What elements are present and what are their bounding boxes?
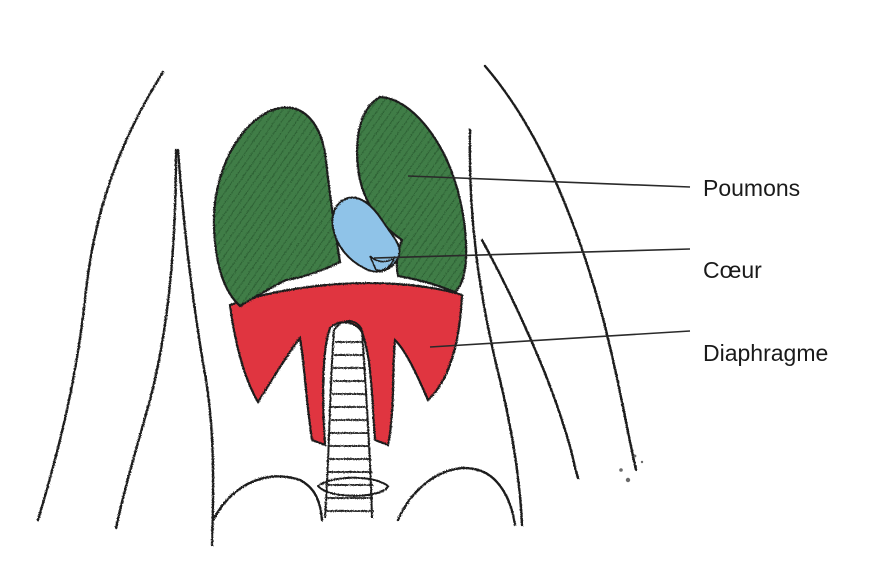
heart-label: Cœur [703,259,762,282]
left-arm-inner-outline [116,150,176,528]
lungs-label: Poumons [703,177,800,200]
pencil-specks [205,382,643,482]
right-arm-inner-outline [482,240,578,478]
left-hip-outline [213,476,322,520]
right-hip-outline [398,468,515,525]
left-lung [214,108,340,306]
left-arm-outline [38,72,163,520]
diaphragm-leader-line [430,331,690,347]
diaphragm-label: Diaphragme [703,342,828,365]
spine-left-edge [325,330,334,518]
vertebrae [326,342,374,511]
pelvis-ring [318,478,388,496]
left-torso-outline [178,150,213,545]
right-torso-outline [470,130,522,525]
